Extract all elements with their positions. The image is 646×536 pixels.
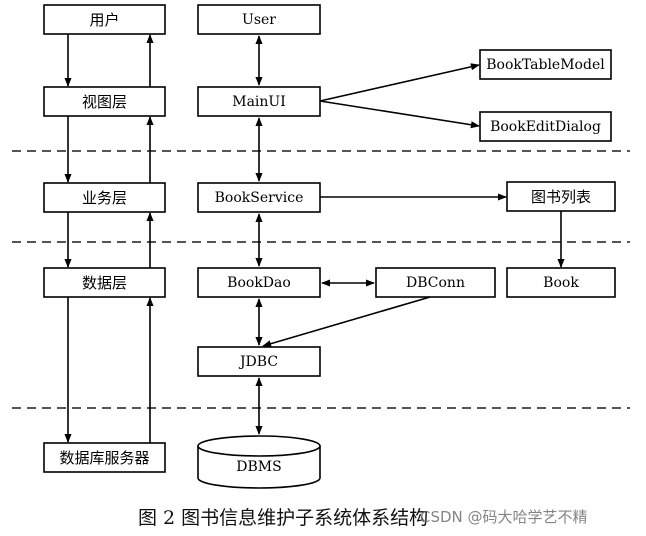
box-book-dao xyxy=(197,267,321,298)
label-book-dao: BookDao xyxy=(227,275,291,291)
figure-caption: 图 2 图书信息维护子系统体系结构 xyxy=(138,507,428,529)
label-dbms: DBMS xyxy=(236,459,281,475)
label-db-server: 数据库服务器 xyxy=(59,449,149,467)
label-jdbc: JDBC xyxy=(238,354,278,370)
label-db-conn: DBConn xyxy=(406,275,465,291)
box-business-layer xyxy=(43,182,166,213)
label-view-layer: 视图层 xyxy=(82,93,127,111)
arrow-mainui-bookeditdialog xyxy=(319,100,480,129)
label-user: User xyxy=(242,12,276,28)
dbms-cylinder: DBMS xyxy=(197,435,321,489)
box-user-cn xyxy=(43,4,166,35)
box-view-layer xyxy=(43,86,166,117)
label-main-ui: MainUI xyxy=(232,94,286,110)
box-book xyxy=(506,267,616,298)
center-column: User MainUI BookService BookDao JDBC DBM… xyxy=(197,4,321,489)
label-user-cn: 用户 xyxy=(89,11,119,29)
label-book-table-model: BookTableModel xyxy=(486,57,605,73)
dbms-body xyxy=(197,446,321,489)
box-jdbc xyxy=(197,346,321,377)
label-data-layer: 数据层 xyxy=(82,274,127,292)
box-db-conn xyxy=(375,267,496,298)
box-user xyxy=(197,4,321,35)
dbms-top xyxy=(197,435,321,457)
box-book-service xyxy=(197,182,321,213)
box-data-layer xyxy=(43,267,166,298)
label-book: Book xyxy=(543,275,579,291)
box-book-edit-dialog xyxy=(479,111,612,142)
arrow-mainui-booktablemodel xyxy=(319,63,480,102)
box-db-server xyxy=(43,442,166,473)
arrow-dbconn-jdbc xyxy=(262,296,431,348)
label-business-layer: 业务层 xyxy=(82,189,127,207)
box-main-ui xyxy=(197,86,321,117)
watermark: CSDN @码大哈学艺不精 xyxy=(420,508,588,526)
right-column: BookTableModel BookEditDialog 图书列表 DBCon… xyxy=(262,49,616,348)
label-book-service: BookService xyxy=(215,190,304,206)
box-book-table-model xyxy=(479,49,612,80)
label-book-list: 图书列表 xyxy=(531,188,591,206)
label-book-edit-dialog: BookEditDialog xyxy=(490,119,601,135)
left-column: 用户 视图层 业务层 数据层 数据库服务器 xyxy=(43,4,166,473)
